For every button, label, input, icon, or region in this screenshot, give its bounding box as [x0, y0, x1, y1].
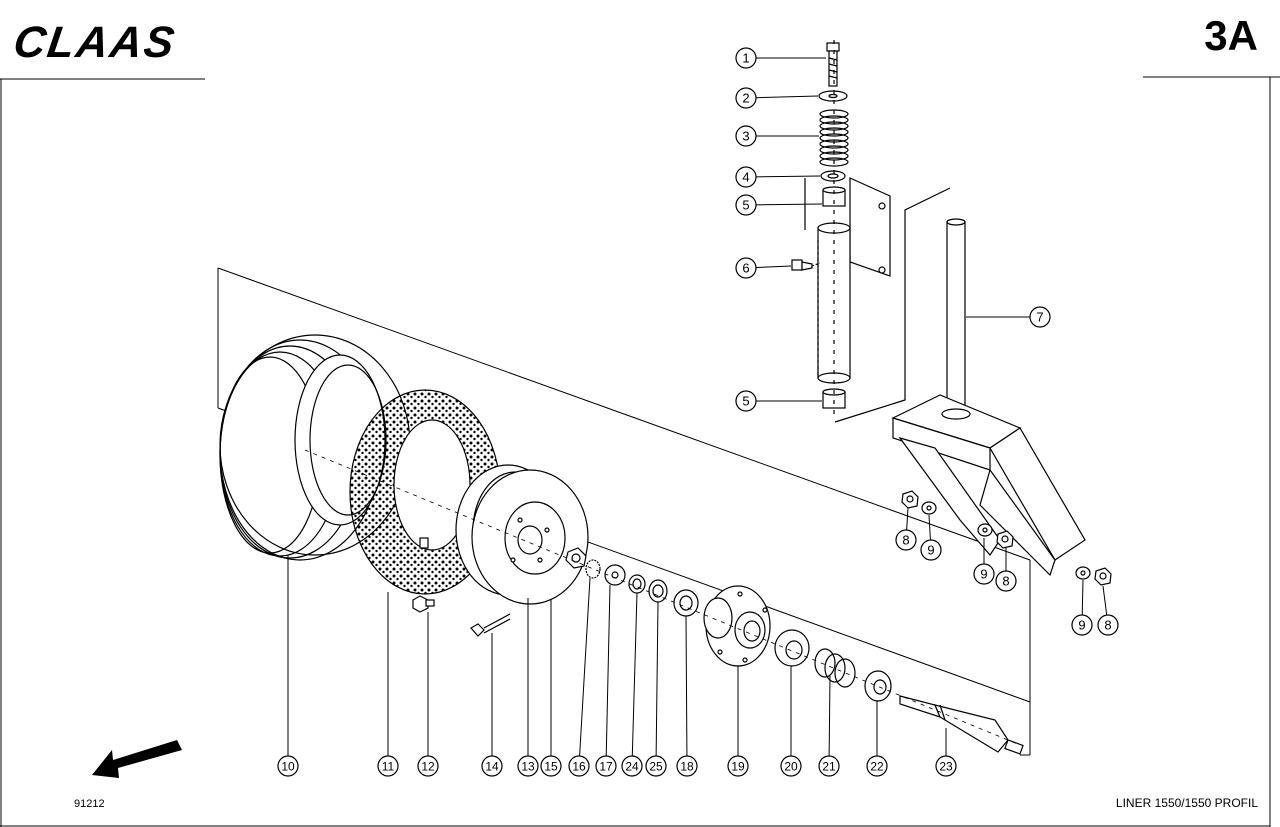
callout-number: 11: [382, 760, 395, 774]
callout-number: 19: [731, 760, 745, 774]
callout-number: 8: [1104, 618, 1111, 633]
callout-circle: [735, 257, 757, 279]
callout-circle: [1071, 614, 1093, 636]
callout-number: 21: [822, 760, 836, 774]
wheel-rim: [455, 464, 589, 605]
callout-number: 15: [544, 760, 558, 774]
nuts-and-washers: [901, 490, 1112, 586]
callout-circle: [818, 755, 840, 777]
leader-line: [655, 601, 659, 757]
leader-line: [755, 175, 821, 178]
callout-number: 2: [742, 91, 749, 106]
callout-circle: [621, 755, 643, 777]
callout-circle: [735, 390, 757, 412]
callout-circle: [517, 755, 539, 777]
leader-line: [755, 203, 823, 206]
callout-circle: [568, 755, 590, 777]
callout-circle: [735, 87, 757, 109]
spindle-housing-assembly: [791, 40, 951, 423]
leader-line: [579, 577, 591, 757]
callout-circle: [481, 755, 503, 777]
callout-number: 24: [625, 760, 639, 774]
callout-number: 14: [485, 760, 499, 774]
callout-circle: [645, 755, 667, 777]
leader-line: [755, 95, 819, 99]
callout-number: 17: [599, 760, 613, 774]
leader-line: [605, 584, 611, 757]
spindle-arm: [891, 218, 1086, 577]
callout-circle: [417, 755, 439, 777]
callout-circle: [1029, 306, 1051, 328]
callout-number: 25: [649, 760, 663, 774]
leader-line: [1081, 579, 1084, 616]
callout-circle: [735, 47, 757, 69]
callout-number: 5: [742, 198, 749, 213]
callout-number: 16: [572, 760, 586, 774]
callout-circle: [995, 570, 1017, 592]
leader-line: [1102, 585, 1108, 616]
callout-circle: [735, 194, 757, 216]
callout-circle: [676, 755, 698, 777]
model-name: LINER 1550/1550 PROFIL: [1115, 796, 1258, 810]
leader-line: [928, 514, 931, 541]
callout-number: 12: [421, 760, 435, 774]
callout-number: 22: [870, 760, 884, 774]
callout-number: 9: [1078, 618, 1085, 633]
callout-circle: [595, 755, 617, 777]
leader-line: [755, 265, 792, 269]
callout-circle: [1097, 614, 1119, 636]
callout-circle: [895, 529, 917, 551]
callout-number: 4: [742, 170, 749, 185]
valve-and-bolt: [412, 537, 511, 637]
callout-number: 10: [281, 760, 295, 774]
callout-number: 6: [742, 261, 749, 276]
callout-number: 7: [1036, 310, 1043, 325]
callout-circle: [727, 755, 749, 777]
callout-number: 9: [927, 543, 934, 558]
sheet-number: 3A: [1204, 12, 1258, 59]
document-number: 91212: [74, 798, 105, 810]
callout-circle: [277, 755, 299, 777]
callout-circle: [780, 755, 802, 777]
callout-circle: [935, 755, 957, 777]
callout-circle: [920, 539, 942, 561]
callout-circle: [377, 755, 399, 777]
callout-number: 1: [742, 51, 749, 66]
callout-number: 18: [680, 760, 694, 774]
leader-line: [685, 615, 688, 757]
leader-line: [631, 592, 638, 757]
callout-number: 20: [784, 760, 798, 774]
callout-number: 8: [1002, 574, 1009, 589]
callout-number: 13: [521, 760, 535, 774]
callout-number: 8: [902, 533, 909, 548]
callout-number: 9: [980, 567, 987, 582]
leader-line: [828, 675, 831, 757]
wheel-nut: [565, 547, 587, 569]
callout-circle: [735, 125, 757, 147]
callout-circle: [973, 563, 995, 585]
hub-bearing-parts: [585, 559, 1024, 755]
callout-number: 3: [742, 129, 749, 144]
callout-circle: [866, 755, 888, 777]
callout-number: 5: [742, 394, 749, 409]
callout-circle: [735, 166, 757, 188]
direction-arrow-icon: [92, 740, 182, 778]
callout-circle: [540, 755, 562, 777]
leader-line: [906, 507, 909, 531]
callout-number: 23: [939, 760, 953, 774]
